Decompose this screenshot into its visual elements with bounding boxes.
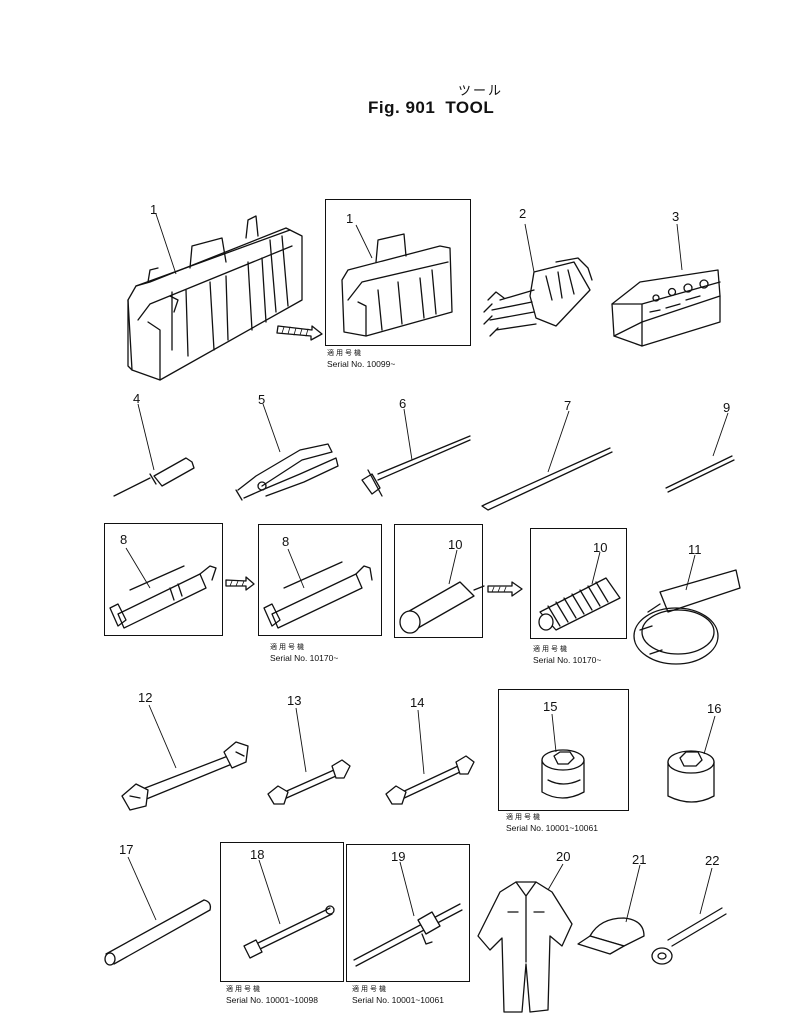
socket-box-icon: [611, 269, 721, 347]
serial-note: 適用号機 Serial No. 10170~: [533, 645, 601, 665]
open-end-wrench-icon: [385, 755, 475, 805]
item-number: 1: [150, 202, 158, 217]
variant-box-item-8: [258, 524, 382, 636]
item-number: 6: [399, 396, 407, 411]
serial-note: 適用号機 Serial No. 10170~: [270, 643, 338, 663]
tool-bag-small-icon: [341, 233, 453, 337]
variant-box-item-1: [325, 199, 471, 346]
item-number: 8: [282, 534, 290, 549]
item-number: 19: [391, 849, 406, 864]
grease-gun-icon: [109, 565, 217, 629]
grease-gun-icon: [263, 561, 373, 629]
open-end-wrench-icon: [267, 759, 351, 805]
pliers-icon: [235, 443, 339, 501]
serial-range: Serial No. 10001~10098: [226, 995, 318, 1005]
item-number: 13: [287, 693, 302, 708]
box-item-18: [220, 842, 344, 982]
filter-wrench-icon: [633, 569, 741, 665]
applicable-label: 適用号機: [226, 986, 262, 993]
item-number: 15: [543, 699, 558, 714]
applicable-label: 適用号機: [270, 644, 306, 651]
open-end-wrench-icon: [121, 741, 249, 811]
hatched-arrow-icon: [225, 576, 255, 591]
item-number: 17: [119, 842, 134, 857]
serial-range: Serial No. 10099~: [327, 359, 396, 369]
item-number: 9: [723, 400, 731, 415]
grease-cartridge-icon: [399, 581, 485, 634]
item-number: 14: [410, 695, 425, 710]
applicable-label: 適用号機: [506, 814, 542, 821]
item-number: 21: [632, 852, 647, 867]
serial-note: 適用号機 Serial No. 10099~: [327, 349, 395, 369]
item-number: 16: [707, 701, 722, 716]
serial-note: 適用号機 Serial No. 10001~10098: [226, 985, 318, 1005]
serial-note: 適用号機 Serial No. 10001~10061: [506, 813, 598, 833]
item-number: 7: [564, 398, 572, 413]
box-item-8: [104, 523, 223, 636]
screwdriver-icon: [113, 457, 195, 497]
socket-icon: [667, 750, 715, 803]
t-bar-icon: [361, 435, 471, 497]
bellows-cartridge-icon: [538, 577, 621, 631]
figure-title: TOOL: [445, 98, 495, 117]
item-number: 1: [346, 211, 354, 226]
rod-icon: [665, 455, 735, 493]
extension-bar-icon: [243, 905, 335, 959]
serial-range: Serial No. 10001~10061: [352, 995, 444, 1005]
tool-bag-icon: [127, 215, 303, 381]
serial-range: Serial No. 10001~10061: [506, 823, 598, 833]
item-number: 5: [258, 392, 266, 407]
serial-note: 適用号機 Serial No. 10001~10061: [352, 985, 444, 1005]
hatched-arrow-icon: [487, 581, 523, 597]
serial-range: Serial No. 10170~: [533, 655, 602, 665]
spanner-icon: [651, 907, 727, 965]
item-number: 22: [705, 853, 720, 868]
applicable-label: 適用号機: [533, 646, 569, 653]
item-number: 2: [519, 206, 527, 221]
figure-number: Fig. 901: [368, 98, 436, 117]
t-handle-icon: [353, 903, 463, 967]
wrench-set-icon: [483, 257, 593, 337]
item-number: 4: [133, 391, 141, 406]
socket-icon: [541, 749, 585, 799]
box-item-19: [346, 844, 470, 982]
pry-bar-icon: [481, 447, 613, 511]
box-item-15: [498, 689, 629, 811]
title-japanese: ツール: [458, 83, 504, 98]
item-number: 20: [556, 849, 571, 864]
pipe-icon: [104, 899, 212, 966]
hatched-arrow-icon: [276, 325, 323, 341]
serial-range: Serial No. 10170~: [270, 653, 339, 663]
item-number: 10: [448, 537, 463, 552]
applicable-label: 適用号機: [327, 350, 363, 357]
page-title: Fig. 901 TOOL: [368, 98, 494, 118]
box-item-10: [394, 524, 483, 638]
item-number: 12: [138, 690, 153, 705]
item-number: 18: [250, 847, 265, 862]
cap-icon: [577, 917, 645, 955]
item-number: 8: [120, 532, 128, 547]
item-number: 3: [672, 209, 680, 224]
variant-box-item-10: [530, 528, 627, 639]
applicable-label: 適用号機: [352, 986, 388, 993]
coverall-icon: [477, 881, 573, 1013]
item-number: 11: [688, 542, 702, 557]
item-number: 10: [593, 540, 608, 555]
